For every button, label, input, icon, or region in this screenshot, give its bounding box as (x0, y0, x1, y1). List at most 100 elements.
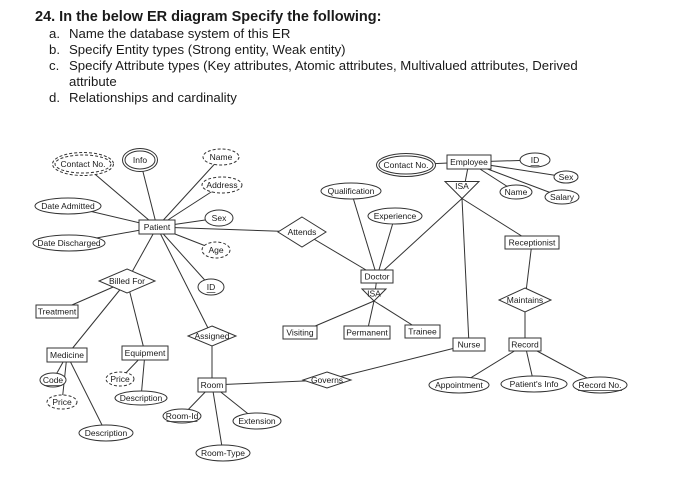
question-item: c.Specify Attribute types (Key attribute… (35, 58, 665, 90)
attribute-contact-no-employee: Contact No. (376, 153, 436, 177)
attribute-record-no: Record No. (572, 376, 628, 394)
entity-label: Treatment (38, 306, 77, 316)
attribute-ellipse (367, 207, 423, 225)
connector-line (211, 384, 224, 454)
attribute-sex-employee: Sex (553, 170, 579, 184)
connector-line (376, 215, 396, 277)
entity-label: Doctor (364, 271, 389, 281)
isa-triangle (443, 181, 481, 200)
relationship-diamond (301, 371, 353, 389)
attribute-ellipse (201, 241, 231, 259)
isa-employee: ISA (443, 181, 481, 200)
entity-box (35, 304, 79, 319)
entity-box (446, 154, 492, 170)
item-letter: a. (49, 26, 60, 41)
relationship-billed-for: Billed For (97, 268, 157, 294)
attribute-label: Contact No. (384, 160, 429, 170)
entity-label: Patient (144, 222, 171, 232)
entity-equipment: Equipment (121, 345, 169, 361)
attribute-ellipse (34, 197, 102, 215)
entity-medicine: Medicine (46, 347, 88, 363)
entity-permanent: Permanent (343, 325, 391, 340)
attribute-info: Info (122, 148, 158, 172)
entity-box (121, 345, 169, 361)
attribute-ellipse (78, 424, 134, 442)
connector-line (156, 226, 212, 288)
attribute-price-equipment: Price (105, 371, 135, 387)
attribute-ellipse (428, 376, 490, 394)
attribute-extension: Extension (232, 412, 282, 430)
relationship-diamond (186, 325, 238, 347)
entity-room: Room (197, 377, 227, 393)
item-text-continued: attribute (69, 74, 117, 89)
isa-doctor: ISA (360, 288, 388, 302)
connector-line (156, 226, 213, 337)
attribute-label: Date Discharged (37, 238, 101, 248)
entity-trainee: Trainee (404, 324, 441, 339)
attribute-ellipse (197, 278, 225, 296)
attribute-ellipse (32, 234, 106, 252)
attribute-ellipse (201, 176, 243, 194)
attribute-salary: Salary (544, 189, 580, 205)
entity-box (46, 347, 88, 363)
attribute-contact-no-patient: Contact No. (52, 152, 114, 176)
attribute-label: Patient's Info (510, 379, 559, 389)
item-text: Specify Entity types (Strong entity, Wea… (69, 42, 346, 57)
attribute-label: Sex (559, 172, 574, 182)
entity-label: Receptionist (509, 237, 556, 247)
attribute-label: Address (206, 180, 237, 190)
entity-label: Medicine (50, 350, 84, 360)
attribute-sex-patient: Sex (204, 209, 234, 227)
entity-box (504, 235, 560, 250)
attribute-room-id: Room-Id (162, 408, 202, 424)
entity-patient: Patient (138, 219, 176, 235)
connector-line (66, 354, 107, 434)
item-text: Relationships and cardinality (69, 90, 237, 105)
item-text: Name the database system of this ER (69, 26, 291, 41)
connector-line (350, 190, 378, 277)
attribute-ellipse (553, 170, 579, 184)
attribute-ellipse (124, 150, 156, 170)
entity-box (138, 219, 176, 235)
attribute-experience: Experience (367, 207, 423, 225)
entity-employee: Employee (446, 154, 492, 170)
attribute-patients-info: Patient's Info (500, 375, 568, 393)
attribute-label: ID (207, 282, 216, 292)
attribute-date-discharged: Date Discharged (32, 234, 106, 252)
attribute-ellipse (162, 408, 202, 424)
attribute-label: Extension (238, 416, 276, 426)
entity-visiting: Visiting (282, 325, 318, 340)
attribute-label: Sex (212, 213, 227, 223)
attribute-label: Name (210, 152, 233, 162)
attribute-ellipse (320, 182, 382, 200)
relationship-label: Billed For (109, 276, 145, 286)
attribute-label: Appointment (435, 380, 483, 390)
attribute-ellipse (105, 371, 135, 387)
attribute-ellipse (519, 152, 551, 168)
relationship-governs: Governs (301, 371, 353, 389)
connector-line (326, 344, 470, 381)
relationship-label: Maintains (507, 295, 543, 305)
item-letter: c. (49, 58, 60, 73)
attribute-label: Description (120, 393, 163, 403)
attribute-code: Code (39, 372, 67, 388)
attribute-name-employee: Name (499, 184, 533, 200)
question-item: d.Relationships and cardinality (35, 90, 665, 106)
attribute-ellipse (39, 372, 67, 388)
isa-label: ISA (367, 288, 381, 298)
entity-label: Nurse (458, 339, 481, 349)
attribute-label: Price (52, 397, 72, 407)
attribute-ellipse (544, 189, 580, 205)
attribute-name-patient: Name (202, 148, 240, 166)
question-block: 24. In the below ER diagram Specify the … (35, 8, 665, 106)
attribute-ellipse (114, 390, 168, 406)
attribute-label: Record No. (579, 380, 622, 390)
entity-box (452, 337, 486, 352)
entity-box (197, 377, 227, 393)
entity-box (360, 269, 394, 284)
attribute-label: Date Admitted (41, 201, 95, 211)
attribute-ellipse (202, 148, 240, 166)
attribute-label: ID (531, 155, 540, 165)
connector-line (126, 280, 146, 354)
